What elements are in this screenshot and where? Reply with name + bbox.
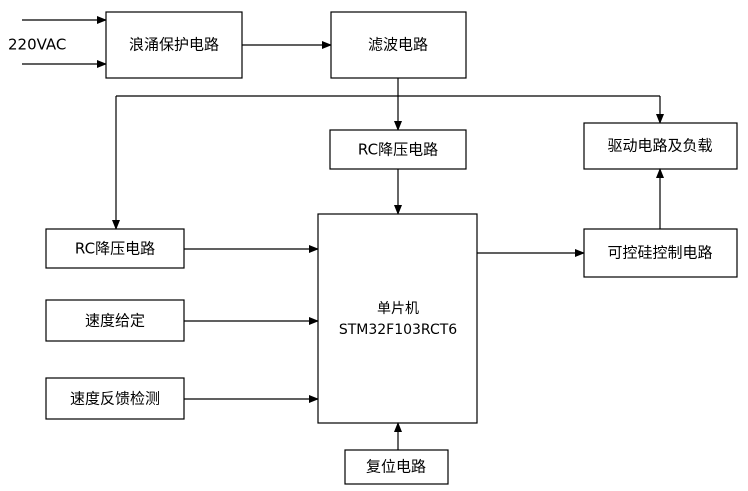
filter-label: 滤波电路: [368, 36, 428, 54]
reset-label: 复位电路: [366, 458, 426, 476]
driver-load-box: 驱动电路及负载: [583, 122, 738, 170]
speed-feedback-label: 速度反馈检测: [70, 390, 160, 408]
rc-step-down-left-box: RC降压电路: [45, 228, 185, 269]
rc-step-down-top-label: RC降压电路: [358, 141, 438, 159]
speed-setting-label: 速度给定: [85, 312, 145, 330]
reset-box: 复位电路: [344, 449, 449, 485]
speed-setting-box: 速度给定: [45, 299, 185, 342]
scr-control-label: 可控硅控制电路: [607, 244, 712, 262]
speed-feedback-box: 速度反馈检测: [45, 377, 185, 420]
input-voltage-label: 220VAC: [8, 36, 66, 54]
mcu-box: 单片机 STM32F103RCT6: [317, 213, 478, 424]
filter-box: 滤波电路: [330, 11, 467, 79]
rc-step-down-top-box: RC降压电路: [329, 129, 467, 170]
scr-control-box: 可控硅控制电路: [583, 228, 738, 278]
mcu-label: 单片机: [377, 301, 419, 317]
surge-protection-label: 浪涌保护电路: [129, 36, 219, 54]
mcu-model-label: STM32F103RCT6: [339, 322, 457, 338]
rc-step-down-left-label: RC降压电路: [75, 240, 155, 258]
surge-protection-box: 浪涌保护电路: [105, 11, 243, 79]
driver-load-label: 驱动电路及负载: [607, 137, 712, 155]
